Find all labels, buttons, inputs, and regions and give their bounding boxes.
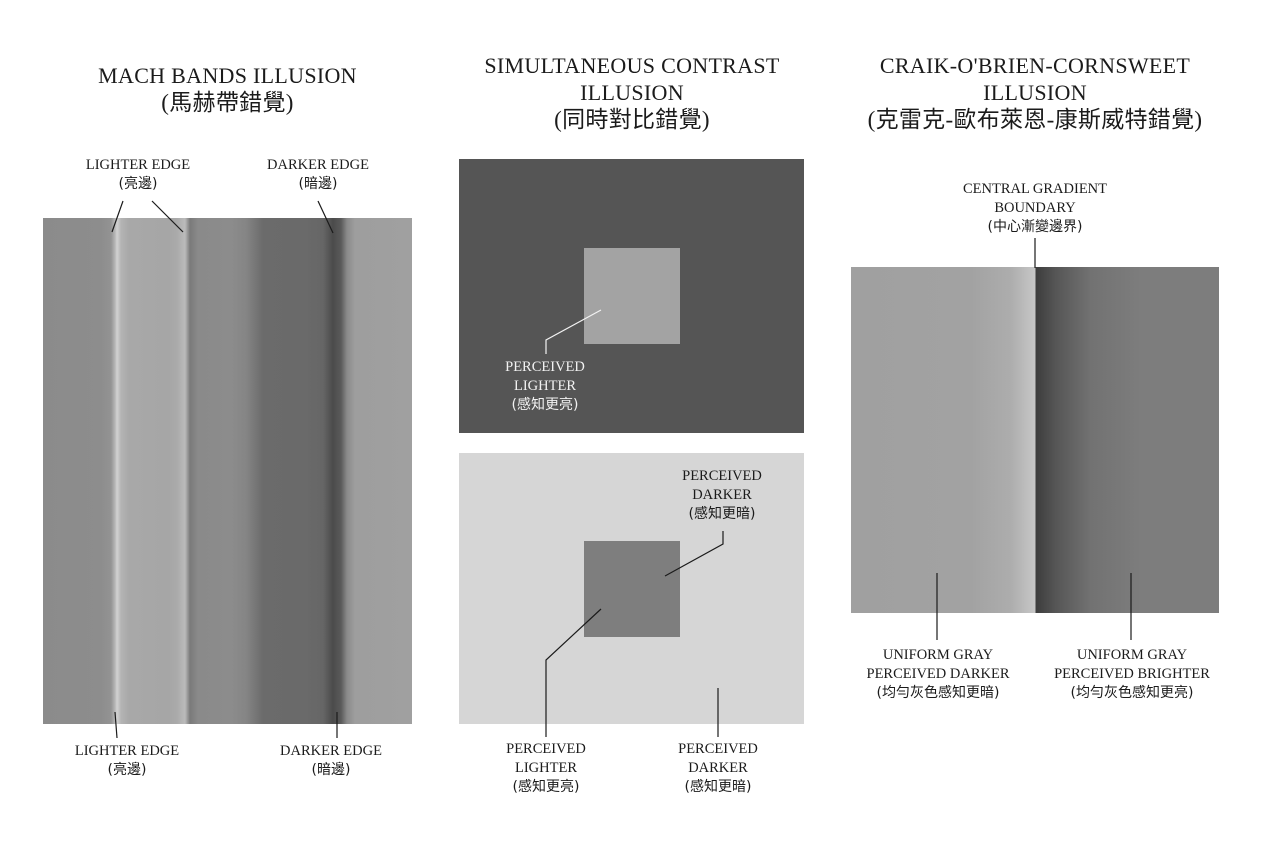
mach-bands-title-en: MACH BANDS ILLUSION <box>98 63 357 88</box>
mach-bands-title: MACH BANDS ILLUSION (馬赫帶錯覺) <box>43 62 412 116</box>
sc-bottom-right-label: PERCEIVED DARKER (感知更暗) <box>678 741 758 795</box>
mach-bands-panel <box>43 218 412 724</box>
cornsweet-title: CRAIK-O'BRIEN-CORNSWEET ILLUSION (克雷克-歐布… <box>867 53 1203 132</box>
gray-square-on-dark <box>584 248 680 344</box>
cornsweet-boundary-label: CENTRAL GRADIENT BOUNDARY (中心漸變邊界) <box>962 181 1108 235</box>
cornsweet-left-label: UNIFORM GRAY PERCEIVED DARKER (均勻灰色感知更暗) <box>866 647 1010 701</box>
mach-top-right-label: DARKER EDGE (暗邊) <box>267 157 369 192</box>
dark-panel-label: PERCEIVED LIGHTER (感知更亮) <box>505 359 585 413</box>
mach-bottom-right-label: DARKER EDGE (暗邊) <box>280 743 382 778</box>
mach-bands-title-zh: (馬赫帶錯覺) <box>161 90 294 115</box>
cornsweet-right-label: UNIFORM GRAY PERCEIVED BRIGHTER (均勻灰色感知更… <box>1054 647 1210 701</box>
light-panel-top-label: PERCEIVED DARKER (感知更暗) <box>682 468 762 522</box>
sc-bottom-left-label: PERCEIVED LIGHTER (感知更亮) <box>506 741 586 795</box>
cornsweet-panel <box>851 267 1219 613</box>
mach-bottom-left-label: LIGHTER EDGE (亮邊) <box>74 743 180 778</box>
mach-top-left-label: LIGHTER EDGE (亮邊) <box>85 157 191 192</box>
simultaneous-contrast-title: SIMULTANEOUS CONTRAST ILLUSION (同時對比錯覺) <box>484 53 780 132</box>
gray-square-on-light <box>584 541 680 637</box>
